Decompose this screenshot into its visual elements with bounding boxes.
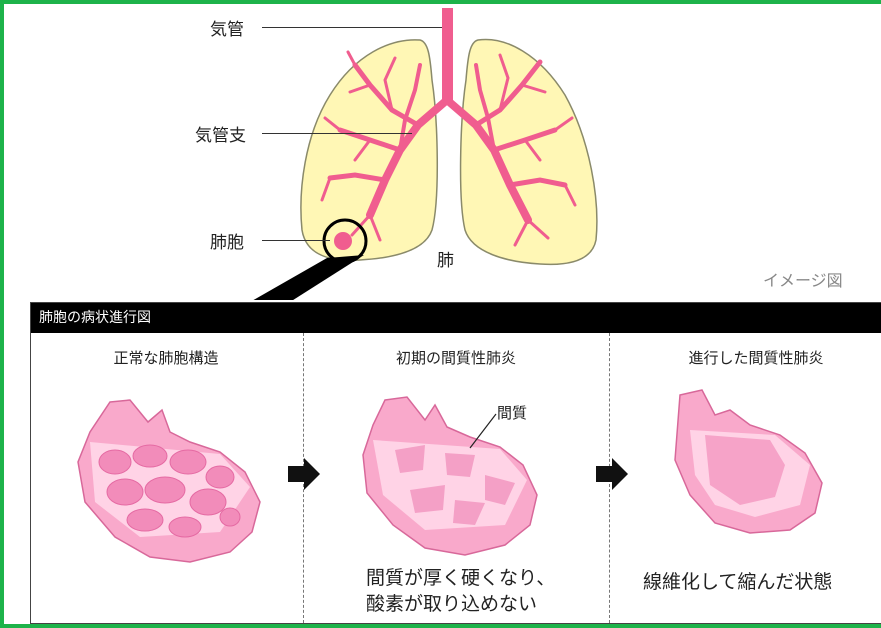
zoom-wedge — [250, 255, 364, 300]
lung-label: 肺 — [437, 246, 454, 271]
trachea — [442, 8, 453, 103]
normal-alveolus-illustration — [70, 392, 270, 572]
trachea-leader — [262, 27, 442, 28]
stage-1-title: 正常な肺胞構造 — [31, 347, 301, 368]
interstitium-callout: 間質 — [497, 402, 527, 423]
alveoli-leader — [262, 240, 330, 241]
stage-2-description-line1: 間質が厚く硬くなり、 — [366, 565, 555, 591]
arrow-icon — [594, 456, 630, 492]
bronchi-leader — [262, 133, 412, 134]
alveoli-label: 肺胞 — [210, 228, 244, 253]
bronchi-label: 気管支 — [195, 121, 246, 146]
image-note: イメージ図 — [763, 267, 843, 291]
trachea-label: 気管 — [210, 15, 244, 40]
advanced-pneumonia-illustration — [660, 385, 840, 545]
panel-title: 肺胞の病状進行図 — [31, 303, 881, 333]
stage-3-description: 線維化して縮んだ状態 — [643, 569, 832, 595]
stage-2-title: 初期の間質性肺炎 — [321, 347, 591, 368]
arrow-icon — [286, 456, 322, 492]
stage-3-title: 進行した間質性肺炎 — [621, 347, 881, 368]
stage-2-description-line2: 酸素が取り込めない — [366, 591, 537, 617]
alveoli-dot — [334, 232, 352, 250]
